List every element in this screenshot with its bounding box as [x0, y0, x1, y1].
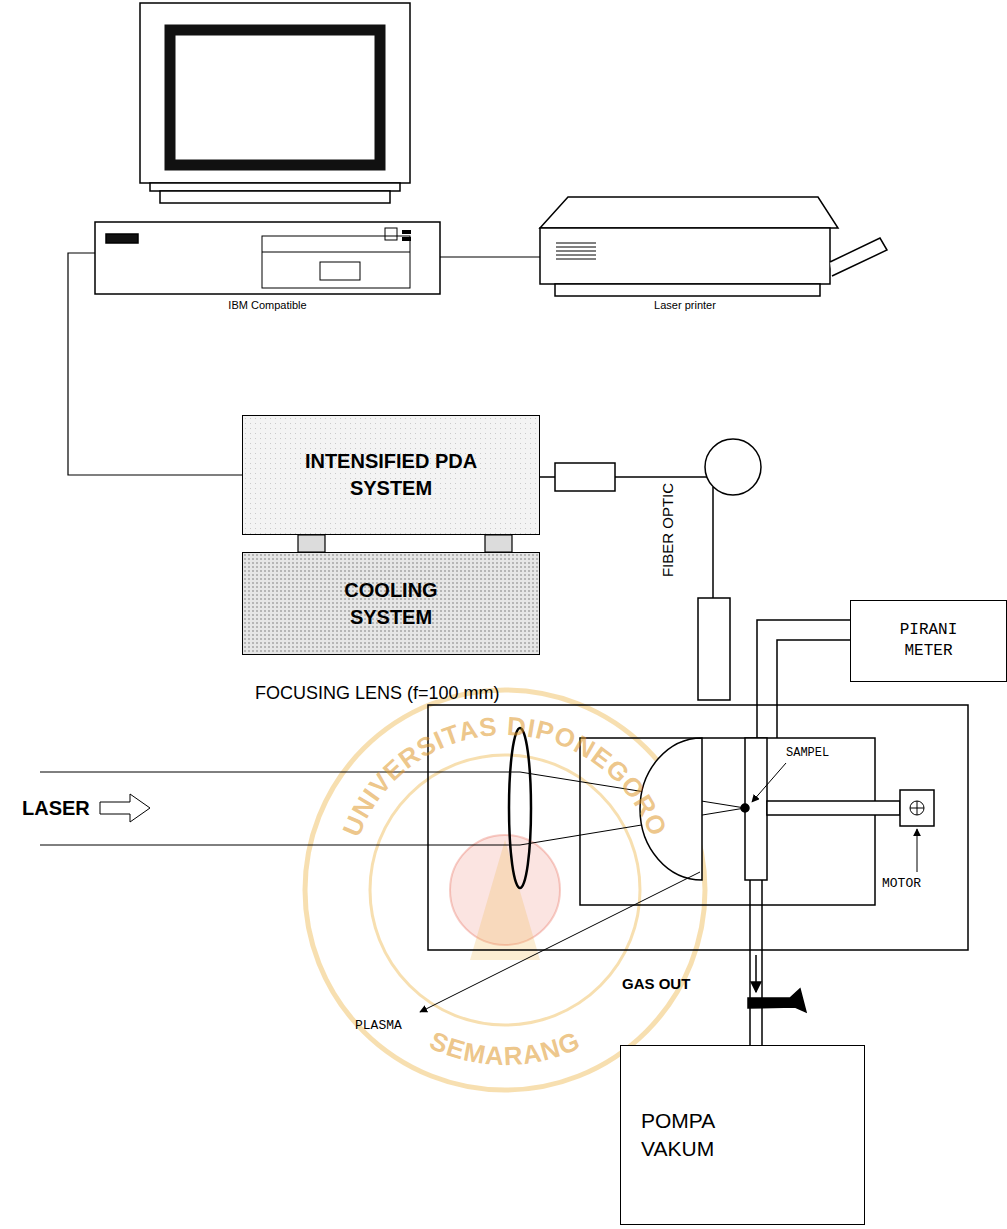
fiber-line [712, 487, 714, 598]
status-light [402, 230, 411, 234]
process-box: INTENSIFIED PDA SYSTEM [242, 415, 540, 535]
chamber-inner [580, 738, 875, 905]
motor-body [900, 790, 934, 826]
fiber-collector [698, 598, 730, 700]
fiber-label: FIBER OPTIC [659, 483, 677, 577]
device-caption: IBM Compatible [228, 299, 306, 312]
printer-vent [556, 259, 596, 260]
box-title: INTENSIFIED PDA SYSTEM [304, 448, 479, 502]
printer-vent [556, 251, 596, 252]
motor-symbol [917, 801, 918, 815]
drive-bay [262, 236, 410, 288]
monitor-screen [170, 30, 380, 165]
printer-vents [556, 243, 596, 259]
exhaust-pipe [761, 880, 763, 1045]
valve [748, 989, 806, 1012]
watermark-text: UNIVERSITAS DIPONEGORO [337, 711, 674, 841]
watermark-ring [305, 690, 705, 1090]
laser-label: LASER [22, 796, 90, 820]
leader-line [420, 872, 700, 1012]
lens-label: FOCUSING LENS (f=100 mm) [255, 683, 500, 703]
fiber-connector [555, 463, 615, 491]
monitor-base [150, 183, 400, 191]
monitor-stand [160, 191, 390, 203]
watermark-emblem [470, 840, 540, 960]
sample-label: SAMPEL [786, 746, 829, 760]
computer-case [95, 222, 440, 294]
laser-arrow [100, 794, 150, 822]
fiber-coil [705, 439, 761, 495]
motor-symbol [910, 801, 924, 815]
fiber-line [615, 476, 707, 478]
gauge-pipe [757, 620, 850, 738]
watermark-emblem [450, 835, 560, 945]
focused-beam [520, 772, 745, 808]
printer-vent [556, 247, 596, 248]
printer-tray [830, 238, 887, 276]
computer-unit: IBM Compatible [95, 0, 440, 312]
focus-spot [741, 804, 749, 812]
watermark-ring [370, 755, 640, 1025]
motor-symbol [910, 808, 924, 809]
fiber-link [540, 476, 555, 478]
gauge-box: PIRANI METER [850, 600, 1007, 682]
computer-badge [106, 234, 138, 243]
leader-line [752, 763, 786, 802]
printer-top [540, 197, 838, 228]
chamber-outer [428, 705, 968, 950]
laser-beam [40, 845, 520, 846]
status-light [402, 237, 411, 241]
device-caption: Laser printer [654, 299, 716, 312]
plasma-dome [640, 738, 702, 880]
focused-beam [520, 808, 745, 845]
exhaust-pipe [749, 880, 751, 1045]
process-box: COOLING SYSTEM [242, 552, 540, 655]
box-title: COOLING SYSTEM [326, 577, 456, 631]
drive-slot [262, 252, 410, 253]
gauge-pipe [777, 640, 850, 738]
sample-holder [745, 738, 767, 880]
gas-label: GAS OUT [622, 975, 690, 993]
coupling-bar [485, 535, 512, 552]
printer-body [540, 228, 830, 284]
leader-line [917, 829, 918, 872]
box-title: POMPA VAKUM [641, 1107, 741, 1164]
connector [440, 256, 540, 257]
connector [68, 253, 242, 475]
plasma-label: PLASMA [355, 1018, 402, 1033]
box-title: PIRANI METER [889, 620, 969, 662]
watermark-text: UNIVERSITAS DIPONEGORO [337, 711, 674, 841]
monitor-case [140, 3, 410, 183]
laser-beam [40, 772, 520, 773]
coupling-bar [298, 535, 325, 552]
flow-arrow [755, 955, 757, 992]
drive-door [320, 262, 360, 280]
pump-box: POMPA VAKUM [620, 1045, 865, 1225]
printer-vent [556, 243, 596, 244]
printer-base [555, 284, 820, 296]
watermark-text: SEMARANG [425, 1025, 584, 1071]
watermark-text: SEMARANG [425, 1025, 584, 1071]
printer-unit: Laser printer [540, 190, 830, 312]
power-button [385, 228, 397, 240]
focusing-lens [509, 728, 531, 888]
printer-vent [556, 255, 596, 256]
motor-label: MOTOR [882, 876, 921, 891]
motor-shaft [767, 801, 900, 815]
